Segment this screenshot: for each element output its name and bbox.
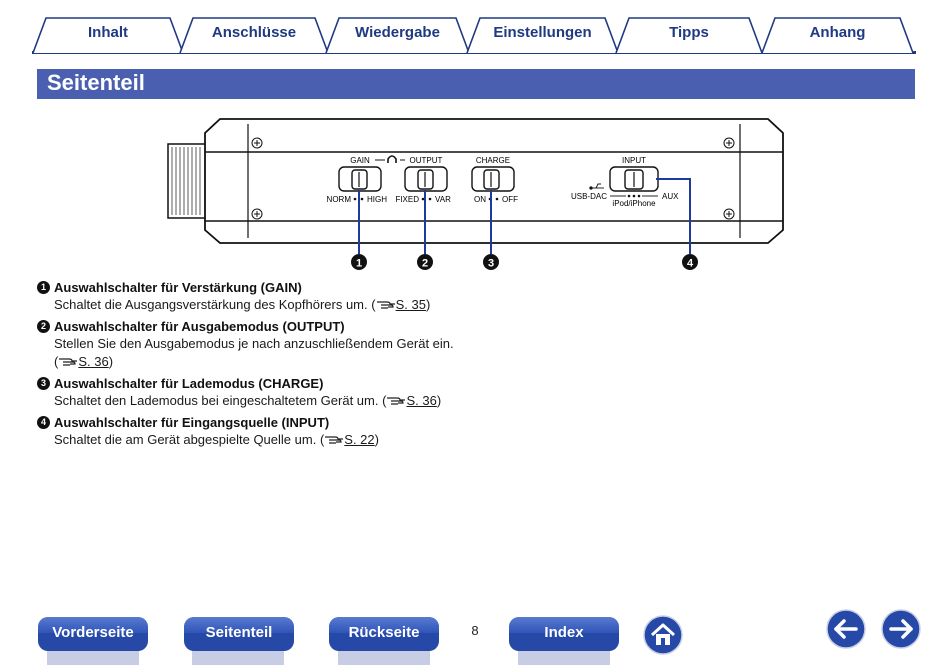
tab-inhalt-label: Inhalt	[88, 24, 128, 41]
callout-2: 2	[417, 254, 433, 270]
tab-anhang[interactable]: Anhang	[761, 16, 914, 54]
callout-1: 1	[351, 254, 367, 270]
switch-descriptions: 1 Auswahlschalter für Verstärkung (GAIN)…	[37, 278, 897, 452]
home-icon	[650, 623, 676, 645]
tab-tipps[interactable]: Tipps	[615, 16, 763, 54]
item-number: 4	[37, 415, 50, 429]
index-label: Index	[544, 624, 584, 641]
item-number: 3	[37, 376, 50, 390]
list-item: 3 Auswahlschalter für Lademodus (CHARGE)…	[37, 374, 897, 410]
previous-page-button[interactable]	[826, 609, 866, 649]
vorderseite-label: Vorderseite	[52, 624, 134, 641]
list-item: 1 Auswahlschalter für Verstärkung (GAIN)…	[37, 278, 897, 314]
tab-einstellungen[interactable]: Einstellungen	[466, 16, 619, 54]
usb-icon	[589, 183, 604, 190]
pointing-hand-icon	[376, 301, 395, 309]
connector-block	[167, 143, 211, 219]
arrow-left-icon	[834, 619, 858, 639]
page-link[interactable]: S. 35	[395, 297, 426, 312]
charge-switch: CHARGE ON OFF	[471, 156, 518, 204]
output-switch: OUTPUT FIXED VAR	[395, 156, 451, 204]
item-title: Auswahlschalter für Verstärkung (GAIN)	[54, 279, 302, 295]
item-description: Stellen Sie den Ausgabemodus je nach anz…	[54, 336, 454, 351]
nav-shadow	[338, 650, 430, 665]
list-item: 4 Auswahlschalter für Eingangsquelle (IN…	[37, 413, 897, 449]
tab-anhang-label: Anhang	[809, 24, 866, 41]
gain-norm-label: NORM	[327, 195, 352, 204]
seitenteil-label: Seitenteil	[205, 624, 273, 641]
page-link[interactable]: S. 36	[406, 393, 437, 408]
arrow-right-icon	[889, 619, 913, 639]
callout-3: 3	[483, 254, 499, 270]
item-description: Schaltet die Ausgangsverstärkung des Kop…	[54, 297, 368, 312]
gain-high-label: HIGH	[367, 195, 387, 204]
item-description: Schaltet die am Gerät abgespielte Quelle…	[54, 432, 317, 447]
list-item: 2 Auswahlschalter für Ausgabemodus (OUTP…	[37, 317, 897, 371]
tab-anschluesse[interactable]: Anschlüsse	[179, 16, 329, 54]
tab-tipps-label: Tipps	[669, 24, 709, 41]
tab-wiedergabe-label: Wiedergabe	[355, 24, 440, 41]
nav-shadow	[192, 650, 284, 665]
index-button[interactable]: Index	[509, 617, 619, 651]
output-fixed-label: FIXED	[395, 195, 419, 204]
tab-anschluesse-label: Anschlüsse	[211, 24, 297, 41]
next-page-button[interactable]	[881, 609, 921, 649]
section-title: Seitenteil	[47, 70, 145, 95]
page-number: 8	[471, 623, 479, 638]
rueckseite-label: Rückseite	[348, 624, 420, 641]
item-number: 1	[37, 280, 50, 294]
input-ipod-label: iPod/iPhone	[612, 199, 656, 208]
input-label: INPUT	[622, 156, 646, 165]
gain-label: GAIN	[350, 156, 370, 165]
input-usb-dac-label: USB-DAC	[571, 192, 607, 201]
pointing-hand-icon	[325, 436, 344, 444]
item-title: Auswahlschalter für Lademodus (CHARGE)	[54, 375, 324, 391]
tab-wiedergabe[interactable]: Wiedergabe	[325, 16, 470, 54]
output-label: OUTPUT	[410, 156, 443, 165]
item-description: Schaltet den Lademodus bei eingeschaltet…	[54, 393, 379, 408]
item-title: Auswahlschalter für Eingangsquelle (INPU…	[54, 414, 330, 430]
charge-off-label: OFF	[502, 195, 518, 204]
svg-text:1: 1	[356, 258, 362, 270]
item-number: 2	[37, 319, 50, 333]
charge-label: CHARGE	[476, 156, 510, 165]
device-side-view-diagram: GAIN NORM HIGH OUTPUT FIXED VAR CHARGE O…	[167, 118, 784, 270]
pointing-hand-icon	[387, 397, 406, 405]
svg-text:3: 3	[488, 258, 494, 270]
output-var-label: VAR	[435, 195, 451, 204]
svg-text:2: 2	[422, 258, 428, 270]
item-title: Auswahlschalter für Ausgabemodus (OUTPUT…	[54, 318, 345, 334]
vorderseite-button[interactable]: Vorderseite	[38, 617, 148, 651]
page-reference[interactable]: (S. 36)	[382, 393, 442, 408]
nav-shadow	[518, 650, 610, 665]
input-switch: INPUT USB-DAC iPod/iPhone AUX	[571, 156, 679, 208]
pointing-hand-icon	[59, 358, 78, 366]
section-header: Seitenteil	[37, 69, 915, 99]
input-aux-label: AUX	[662, 192, 679, 201]
top-tab-bar: Inhalt Anschlüsse Wiedergabe Einstellung…	[32, 14, 916, 54]
rueckseite-button[interactable]: Rückseite	[329, 617, 439, 651]
tab-inhalt[interactable]: Inhalt	[32, 16, 184, 54]
callout-lines	[358, 178, 691, 254]
charge-on-label: ON	[474, 195, 486, 204]
nav-shadow	[47, 650, 139, 665]
headphone-icon	[375, 155, 405, 163]
tab-einstellungen-label: Einstellungen	[493, 24, 592, 41]
callout-4: 4	[682, 254, 698, 270]
page-reference[interactable]: (S. 35)	[371, 297, 431, 312]
page-link[interactable]: S. 36	[78, 354, 109, 369]
page-reference[interactable]: (S. 36)	[54, 354, 114, 369]
page-link[interactable]: S. 22	[344, 432, 375, 447]
svg-text:4: 4	[687, 258, 694, 270]
home-button[interactable]	[643, 615, 683, 655]
seitenteil-button[interactable]: Seitenteil	[184, 617, 294, 651]
page-reference[interactable]: (S. 22)	[319, 432, 379, 447]
